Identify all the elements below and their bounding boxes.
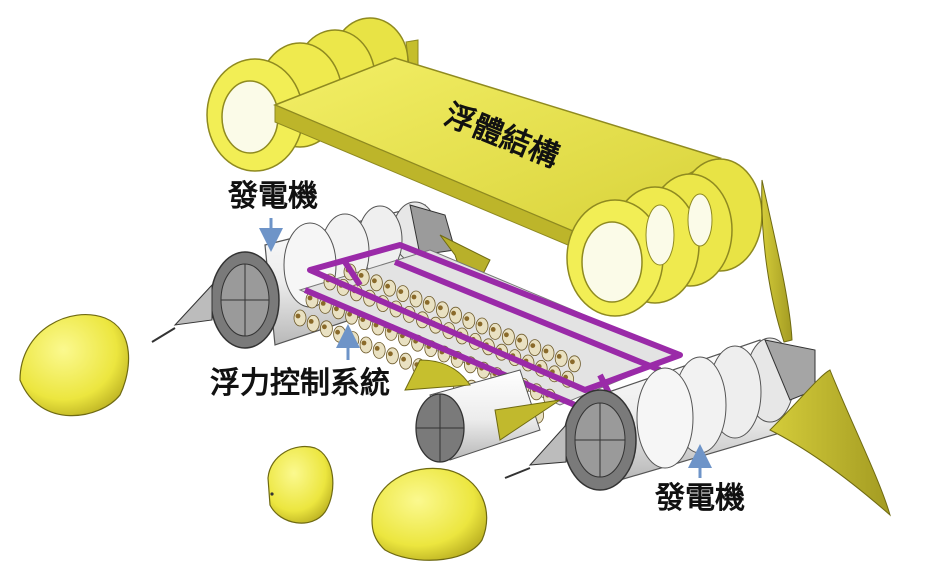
piston-cap: [438, 305, 443, 311]
piston-cap: [464, 316, 470, 321]
piston: [306, 314, 320, 332]
piston-cap: [295, 313, 301, 319]
label-generator-left: 發電機: [227, 179, 318, 214]
piston-cap: [358, 273, 364, 278]
turbine-blade-top: [761, 179, 793, 343]
piston: [475, 317, 489, 335]
piston-cap: [334, 306, 339, 312]
piston: [372, 341, 386, 359]
piston-cap: [307, 295, 313, 301]
piston: [568, 355, 581, 373]
piston: [449, 306, 463, 324]
purple-frame: [303, 242, 683, 408]
turbine-blade-bottom: [404, 359, 471, 391]
piston: [541, 344, 555, 362]
piston: [488, 322, 502, 340]
piston: [293, 309, 307, 327]
piston-cap: [335, 329, 340, 335]
piston: [462, 312, 476, 330]
piston-cap: [530, 343, 536, 348]
piston: [385, 347, 399, 365]
piston-cap: [347, 311, 352, 317]
piston-cap: [308, 319, 314, 324]
piston-cap: [385, 283, 390, 289]
piston-cap: [320, 301, 326, 306]
nose-cone-bottom: [371, 467, 488, 561]
nose-cone-middle: [267, 446, 334, 524]
piston: [528, 339, 542, 357]
piston-cap: [490, 327, 496, 332]
turbine-blade-right: [769, 369, 891, 517]
piston-cap: [361, 340, 367, 346]
label-buoyancy-control: 浮力控制系統: [210, 366, 390, 401]
piston-cap: [517, 337, 522, 343]
piston-cap: [556, 354, 562, 359]
piston-cap: [360, 317, 366, 322]
piston: [369, 274, 383, 292]
piston: [501, 328, 515, 346]
piston-cap: [388, 351, 393, 357]
piston-cap: [504, 332, 509, 338]
label-generator-right: 發電機: [654, 481, 745, 516]
generator-right: [504, 337, 816, 491]
piston-cap: [322, 324, 327, 330]
piston: [554, 349, 568, 367]
float-rings-right: [566, 158, 763, 317]
piston-cap: [424, 300, 430, 305]
piston: [435, 301, 449, 319]
piston: [515, 333, 528, 351]
piston-cap: [477, 321, 483, 327]
piston: [319, 320, 333, 338]
piston: [399, 352, 413, 370]
float-structure: [206, 17, 763, 317]
piston-cap: [398, 289, 404, 294]
piston-cap: [374, 346, 380, 351]
piston-cap: [543, 348, 549, 354]
piston-cap: [411, 294, 417, 300]
nose-cone-left: [19, 314, 130, 417]
generator-centre: [415, 369, 561, 463]
piston-cap: [372, 278, 377, 284]
piston-cap: [401, 356, 406, 362]
piston: [422, 295, 436, 313]
piston: [396, 285, 410, 303]
piston-cap: [570, 359, 575, 365]
piston: [359, 336, 373, 354]
piston: [333, 325, 347, 343]
piston-cap: [451, 310, 456, 316]
piston: [383, 279, 397, 297]
piston: [409, 290, 423, 308]
